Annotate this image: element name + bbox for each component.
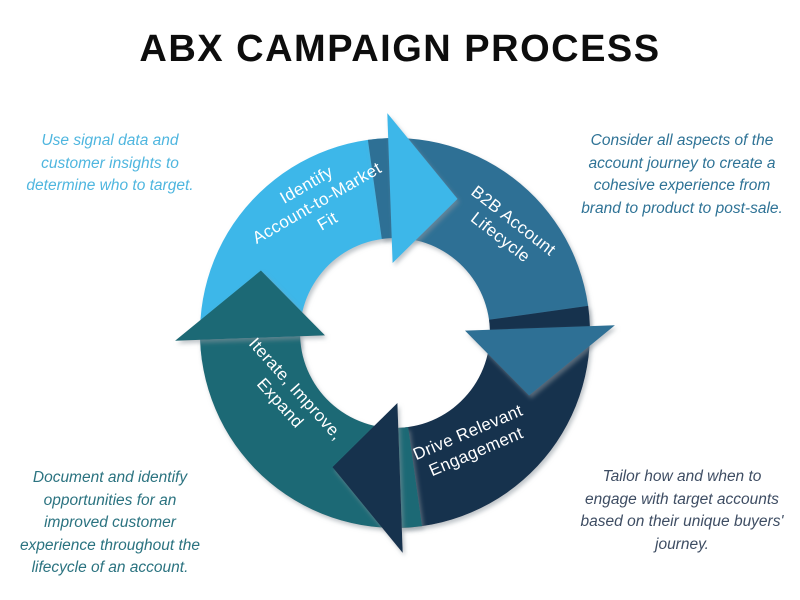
segment-iterate-arrowhead-icon xyxy=(175,270,325,341)
note-top-right: Consider all aspects of the account jour… xyxy=(581,132,783,217)
segment-drive-arrowhead-icon xyxy=(332,403,403,553)
arrow-heads xyxy=(175,113,615,553)
note-top-left: Use signal data and customer insights to… xyxy=(26,132,194,194)
note-bottom-right: Tailor how and when to engage with targe… xyxy=(580,468,784,553)
segment-b2b-arrowhead-icon xyxy=(465,325,615,396)
segment-identify-arrowhead-icon xyxy=(387,113,458,263)
page-title: ABX CAMPAIGN PROCESS xyxy=(139,28,661,70)
note-bottom-left: Document and identify opportunities for … xyxy=(19,469,201,576)
